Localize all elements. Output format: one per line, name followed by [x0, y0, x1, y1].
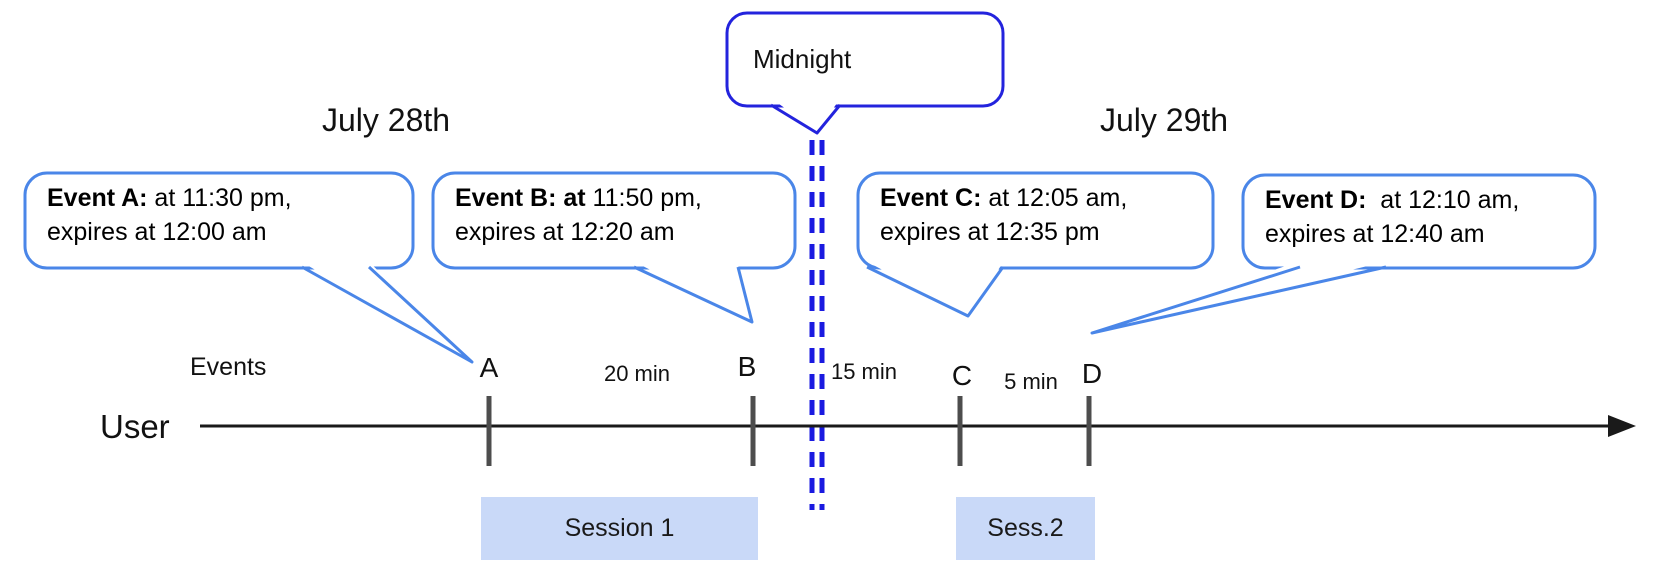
event-b-time: 11:50 pm,: [585, 184, 702, 212]
midnight-bubble-tail: [770, 103, 842, 135]
user-label: User: [100, 408, 170, 445]
event-c-line1: Event C: at 12:05 am,: [880, 181, 1127, 215]
midnight-callout: Midnight: [727, 13, 1003, 106]
events-axis-label: Events: [190, 353, 267, 381]
tick-label-b: B: [737, 351, 757, 382]
event-d-title: Event D:: [1265, 186, 1367, 214]
event-c-callout: Event C: at 12:05 am, expires at 12:35 p…: [880, 181, 1127, 249]
event-c-line2: expires at 12:35 pm: [880, 218, 1100, 246]
interval-label-15min: 15 min: [830, 359, 898, 384]
event-b-bubble-tail: [633, 265, 754, 324]
tick-label-a: A: [479, 352, 499, 383]
session-1-label: Session 1: [564, 514, 675, 542]
session-1-box: Session 1: [481, 497, 758, 560]
event-a-bubble-tail-fill: [300, 261, 472, 361]
interval-label-5min: 5 min: [1004, 369, 1058, 394]
session-2-label: Sess.2: [987, 514, 1064, 542]
midnight-bubble-tail-fill: [772, 99, 840, 131]
event-b-line1: Event B: at 11:50 pm,: [455, 181, 702, 215]
date-july-28: July 28th: [322, 102, 451, 138]
axis-arrowhead: [1608, 415, 1636, 437]
midnight-bubble-shape: [725, 11, 1005, 108]
event-b-title: Event B: at: [455, 184, 586, 212]
event-b-line2: expires at 12:20 am: [455, 218, 675, 246]
date-july-29: July 29th: [1100, 102, 1229, 138]
event-c-bubble-shape: [856, 171, 1215, 270]
event-c-time: at 12:05 am,: [981, 184, 1128, 212]
tick-label-c: C: [951, 360, 973, 391]
event-d-time: at 12:10 am,: [1366, 186, 1520, 214]
event-a-bubble-shape: [23, 171, 415, 270]
event-c-bubble-tail: [866, 265, 1005, 318]
event-b-callout: Event B: at 11:50 pm, expires at 12:20 a…: [455, 181, 702, 249]
event-d-line1: Event D: at 12:10 am,: [1265, 183, 1519, 217]
event-d-bubble-shape: [1241, 173, 1597, 270]
event-a-time: at 11:30 pm,: [147, 184, 292, 212]
event-a-line2: expires at 12:00 am: [47, 218, 267, 246]
event-d-bubble-tail: [1090, 265, 1387, 335]
event-a-callout: Event A: at 11:30 pm, expires at 12:00 a…: [47, 181, 292, 249]
event-c-bubble-tail-fill: [866, 261, 1004, 316]
event-d-line2: expires at 12:40 am: [1265, 220, 1485, 248]
event-c-title: Event C:: [880, 184, 982, 212]
event-a-title: Event A:: [47, 184, 148, 212]
event-a-bubble-tail: [301, 265, 474, 364]
tick-label-d: D: [1081, 358, 1103, 389]
event-d-callout: Event D: at 12:10 am, expires at 12:40 a…: [1265, 183, 1519, 251]
session-2-box: Sess.2: [956, 497, 1095, 560]
interval-label-20min: 20 min: [603, 361, 671, 386]
midnight-callout-label: Midnight: [753, 44, 852, 74]
event-a-line1: Event A: at 11:30 pm,: [47, 181, 292, 215]
event-b-bubble-shape: [431, 171, 797, 270]
